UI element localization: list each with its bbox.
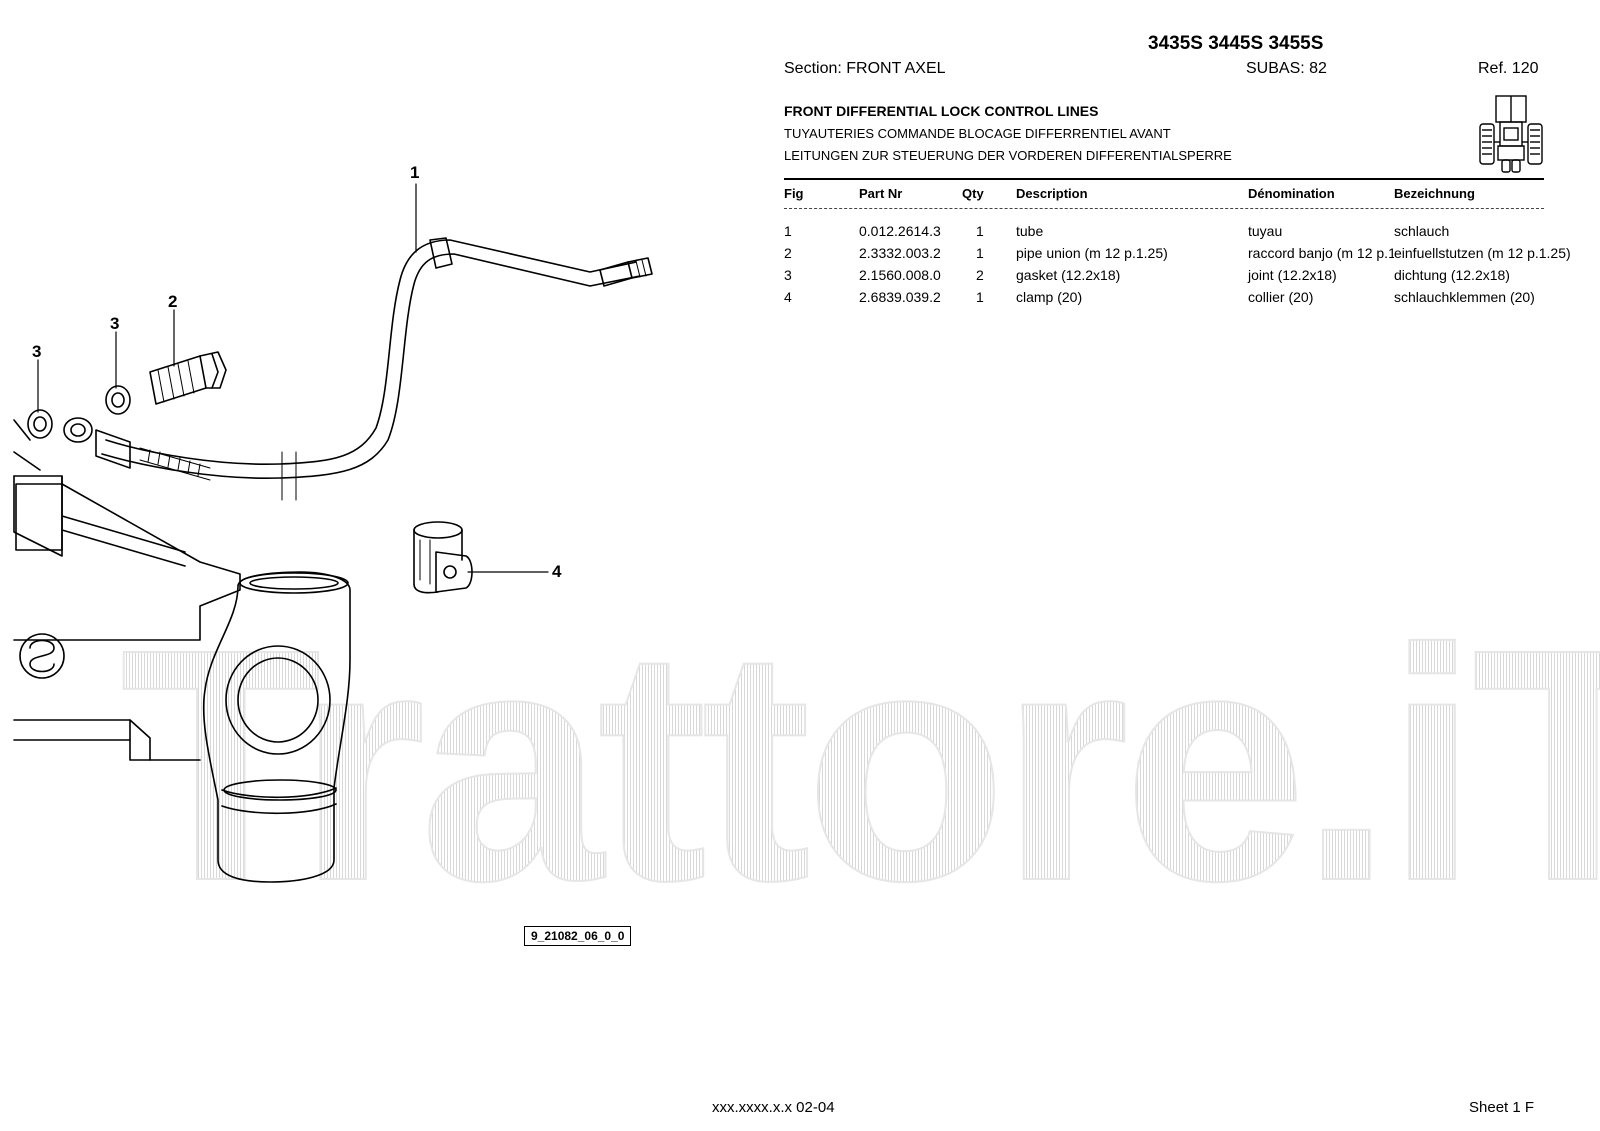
column-header-part-nr: Part Nr: [859, 186, 903, 201]
watermark: Trattore.iT: [119, 599, 1600, 931]
column-header-description: Description: [1016, 186, 1088, 201]
table-cell-part-nr: 2.1560.008.0: [859, 267, 941, 283]
table-cell-qty: 1: [976, 289, 984, 305]
figure-code: 9_21082_06_0_0: [524, 926, 632, 946]
title-german: LEITUNGEN ZUR STEUERUNG DER VORDEREN DIF…: [784, 148, 1232, 163]
table-cell-description: tube: [1016, 223, 1044, 239]
table-cell-description: gasket (12.2x18): [1016, 267, 1121, 283]
sheet-label: Sheet 1 F: [1469, 1099, 1535, 1116]
table-cell-part-nr: 0.012.2614.3: [859, 223, 941, 239]
parts-diagram: [13, 183, 653, 883]
table-cell-description: clamp (20): [1016, 289, 1083, 305]
table-cell-denomination: tuyau: [1248, 223, 1283, 239]
title-french: TUYAUTERIES COMMANDE BLOCAGE DIFFERRENTI…: [784, 126, 1171, 141]
axle-housing: [13, 419, 351, 883]
table-cell-denomination: raccord banjo (m 12 p.1: [1248, 245, 1394, 261]
table-cell-qty: 2: [976, 267, 984, 283]
column-header-denomination: Dénomination: [1248, 186, 1335, 201]
column-header-qty: Qty: [962, 186, 984, 201]
title-english: FRONT DIFFERENTIAL LOCK CONTROL LINES: [784, 103, 1099, 119]
column-header-bezeichnung: Bezeichnung: [1394, 186, 1475, 201]
table-cell-fig: 4: [784, 289, 792, 305]
callout-3: 3: [110, 314, 120, 333]
hose-clamp: [413, 521, 473, 594]
table-cell-fig: 1: [784, 223, 792, 239]
table-cell-denomination: collier (20): [1248, 289, 1314, 305]
table-cell-fig: 2: [784, 245, 792, 261]
subas-label: SUBAS: 82: [1246, 60, 1327, 77]
callout-1: 1: [410, 163, 420, 182]
table-cell-denomination: joint (12.2x18): [1248, 267, 1337, 283]
table-cell-fig: 3: [784, 267, 792, 283]
footer-code: xxx.xxxx.x.x 02-04: [712, 1099, 835, 1116]
table-cell-bezeichnung: schlauch: [1394, 223, 1450, 239]
table-cell-bezeichnung: einfuellstutzen (m 12 p.1.25): [1394, 245, 1571, 261]
table-cell-bezeichnung: dichtung (12.2x18): [1394, 267, 1510, 283]
callout-2: 2: [168, 292, 178, 311]
column-header-fig: Fig: [784, 186, 804, 201]
ref-label: Ref. 120: [1478, 60, 1539, 77]
section-label: Section: FRONT AXEL: [784, 60, 946, 77]
table-cell-qty: 1: [976, 223, 984, 239]
table-header-rule: [784, 208, 1544, 209]
pipe-union-bolt: [149, 351, 227, 405]
model-list: 3435S 3445S 3455S: [1148, 33, 1324, 54]
callout-4: 4: [552, 562, 562, 581]
tractor-thumbnail-icon: [1479, 95, 1543, 173]
table-cell-part-nr: 2.3332.003.2: [859, 245, 941, 261]
callout-3: 3: [32, 342, 42, 361]
hose-tube: [63, 237, 653, 501]
leader-lines: [37, 183, 549, 573]
table-top-rule: [784, 178, 1544, 180]
table-cell-qty: 1: [976, 245, 984, 261]
gasket-washers: [27, 385, 131, 439]
table-cell-part-nr: 2.6839.039.2: [859, 289, 941, 305]
table-cell-bezeichnung: schlauchklemmen (20): [1394, 289, 1535, 305]
table-cell-description: pipe union (m 12 p.1.25): [1016, 245, 1168, 261]
